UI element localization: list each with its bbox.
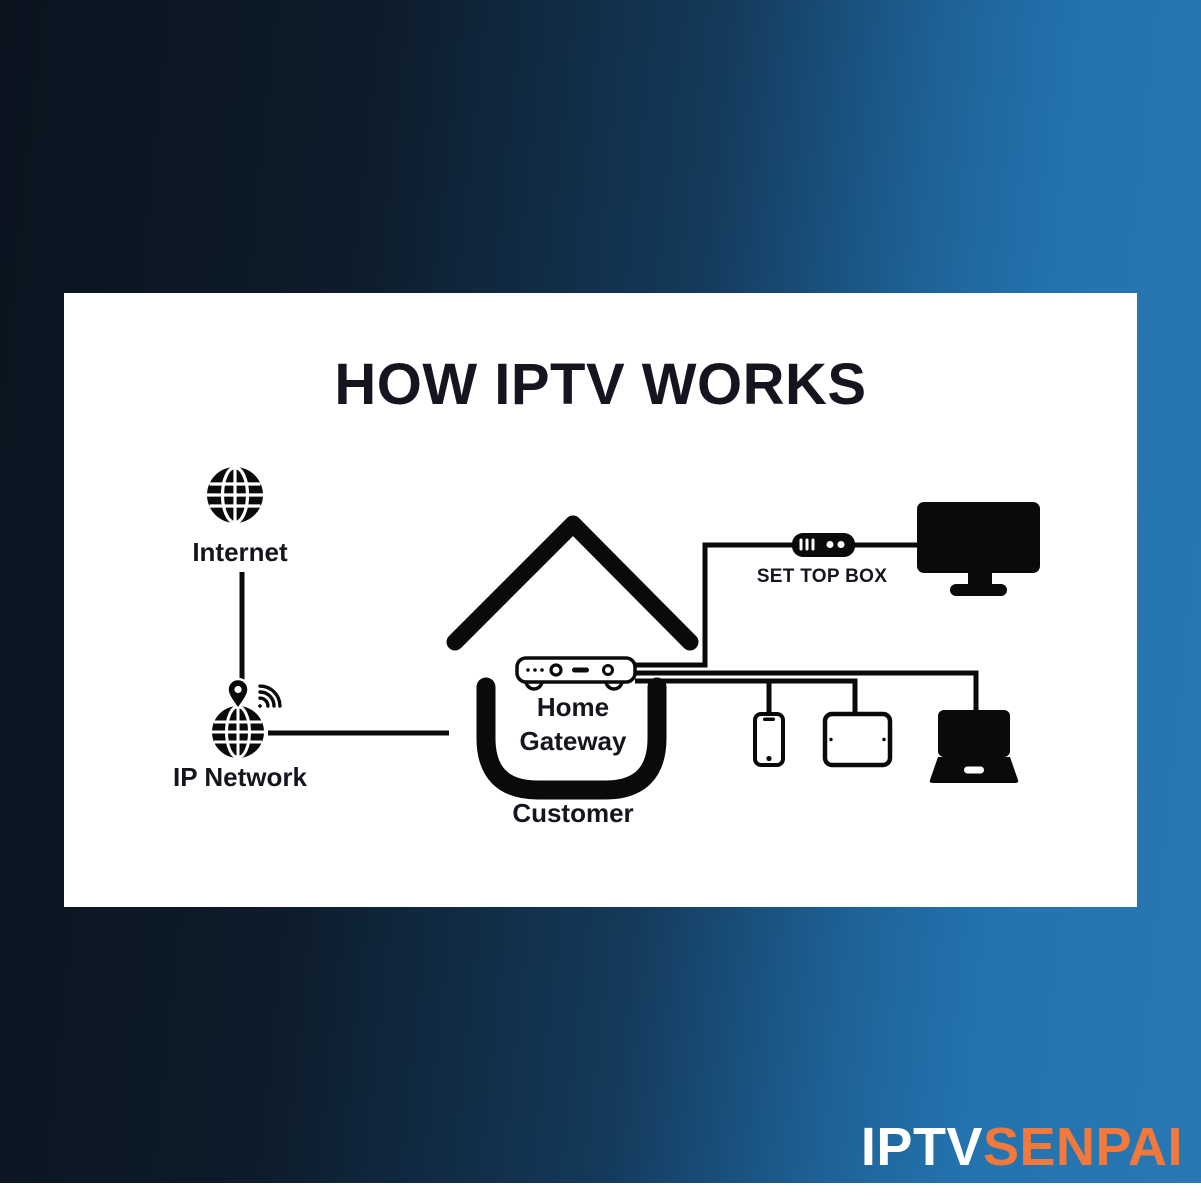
diagram-card: HOW IPTV WORKS Internet IP Network Home … bbox=[64, 293, 1137, 907]
house-walls-icon bbox=[476, 677, 667, 800]
home-gateway-label: Home Gateway bbox=[519, 692, 627, 756]
set-top-box-icon bbox=[792, 533, 855, 557]
bottom-white-strip bbox=[0, 1183, 1201, 1201]
laptop-icon bbox=[929, 710, 1019, 783]
tablet-icon bbox=[822, 711, 893, 768]
connector-gateway-tablet bbox=[635, 678, 858, 714]
tv-icon bbox=[917, 502, 1040, 596]
connector-gateway-laptop bbox=[635, 670, 979, 710]
ip-network-label: IP Network bbox=[173, 762, 307, 792]
router-icon bbox=[515, 656, 637, 691]
brand-primary-text: IPTV bbox=[860, 1117, 983, 1177]
globe-pin-wifi-icon bbox=[212, 677, 282, 759]
iptv-diagram bbox=[207, 465, 1040, 800]
globe-icon bbox=[207, 465, 263, 525]
customer-label: Customer bbox=[512, 798, 634, 828]
location-pin-icon bbox=[226, 677, 250, 712]
house-roof-icon bbox=[446, 515, 699, 651]
page-title: HOW IPTV WORKS bbox=[334, 352, 867, 417]
smartphone-icon bbox=[753, 712, 785, 767]
brand-logo: IPTVSENPAI bbox=[861, 1116, 1183, 1178]
wifi-icon bbox=[258, 684, 282, 708]
set-top-box-label: SET TOP BOX bbox=[756, 566, 888, 587]
internet-label: Internet bbox=[192, 537, 288, 567]
brand-accent-text: SENPAI bbox=[982, 1117, 1183, 1177]
